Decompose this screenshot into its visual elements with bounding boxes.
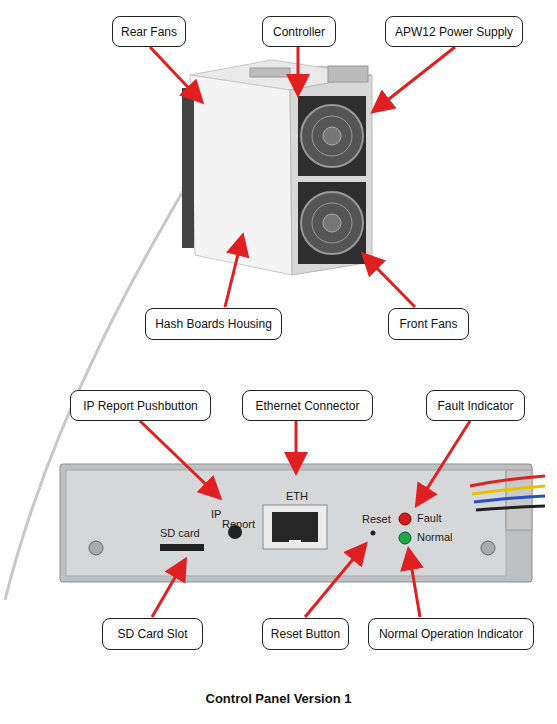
callout-text: Hash Boards Housing	[155, 317, 272, 331]
callout-box: Reset Button	[262, 618, 349, 650]
panel-label: Report	[222, 518, 255, 530]
control-panel	[66, 470, 506, 576]
reset-hole	[371, 531, 376, 536]
callout-box: APW12 Power Supply	[385, 16, 523, 47]
pointer-arrow	[295, 421, 298, 470]
fan-hub	[323, 214, 341, 232]
pointer-arrow	[375, 47, 455, 110]
normal-led	[399, 532, 411, 544]
ethernet-port	[272, 512, 318, 542]
front-fan	[298, 96, 366, 176]
ethernet-jack	[263, 505, 327, 549]
panel-label: ETH	[286, 490, 308, 502]
callout-box: Rear Fans	[112, 16, 186, 47]
wire	[474, 496, 545, 502]
callout-box: Front Fans	[388, 308, 469, 340]
wire	[476, 506, 545, 510]
callout-text: Fault Indicator	[437, 399, 513, 413]
pointer-arrow	[365, 256, 415, 307]
wire	[470, 476, 545, 486]
panel-label: Fault	[417, 512, 441, 524]
callout-text: Normal Operation Indicator	[379, 627, 523, 641]
callout-box: Fault Indicator	[426, 390, 525, 421]
controller	[250, 68, 290, 77]
callout-box: Controller	[262, 16, 336, 47]
callout-box: SD Card Slot	[102, 618, 203, 650]
fan-grille	[312, 116, 352, 156]
fan-grille	[312, 203, 352, 243]
pointer-arrow	[409, 552, 420, 617]
front-face	[290, 75, 372, 275]
callout-text: Ethernet Connector	[255, 399, 359, 413]
fan-hub	[323, 127, 341, 145]
panel-label: Normal	[417, 531, 452, 543]
pointer-arrow	[418, 421, 470, 503]
rear-fan	[182, 88, 194, 248]
callout-box: IP Report Pushbutton	[70, 390, 211, 421]
wire	[472, 486, 545, 494]
callout-box: Ethernet Connector	[242, 390, 373, 421]
fault-led	[399, 513, 411, 525]
panel-rim	[60, 464, 532, 582]
callout-text: Rear Fans	[121, 25, 177, 39]
callout-box: Hash Boards Housing	[145, 308, 282, 340]
front-fan	[298, 182, 366, 264]
callout-text: Front Fans	[399, 317, 457, 331]
panel-label: IP	[211, 508, 221, 520]
panel-label: Reset	[362, 513, 391, 525]
callout-text: SD Card Slot	[117, 627, 187, 641]
caption: Control Panel Version 1	[0, 691, 557, 706]
panel-label: SD card	[160, 527, 200, 539]
fan-grille	[301, 192, 363, 254]
sd-slot	[160, 544, 204, 551]
callout-text: IP Report Pushbutton	[83, 399, 198, 413]
callout-box: Normal Operation Indicator	[368, 618, 534, 650]
callout-text: Reset Button	[271, 627, 340, 641]
pointer-arrow	[305, 546, 364, 617]
pointer-arrow	[225, 238, 242, 307]
callout-text: Controller	[273, 25, 325, 39]
pointer-arrow	[297, 47, 300, 92]
screw	[481, 541, 495, 555]
pointer-arrow	[140, 421, 218, 496]
pointer-arrow	[150, 47, 200, 100]
callout-text: APW12 Power Supply	[395, 25, 513, 39]
screw	[89, 541, 103, 555]
fan-grille	[301, 105, 363, 167]
pointer-arrow	[152, 562, 184, 617]
ethernet-latch	[289, 540, 301, 544]
power-supply	[328, 66, 368, 82]
